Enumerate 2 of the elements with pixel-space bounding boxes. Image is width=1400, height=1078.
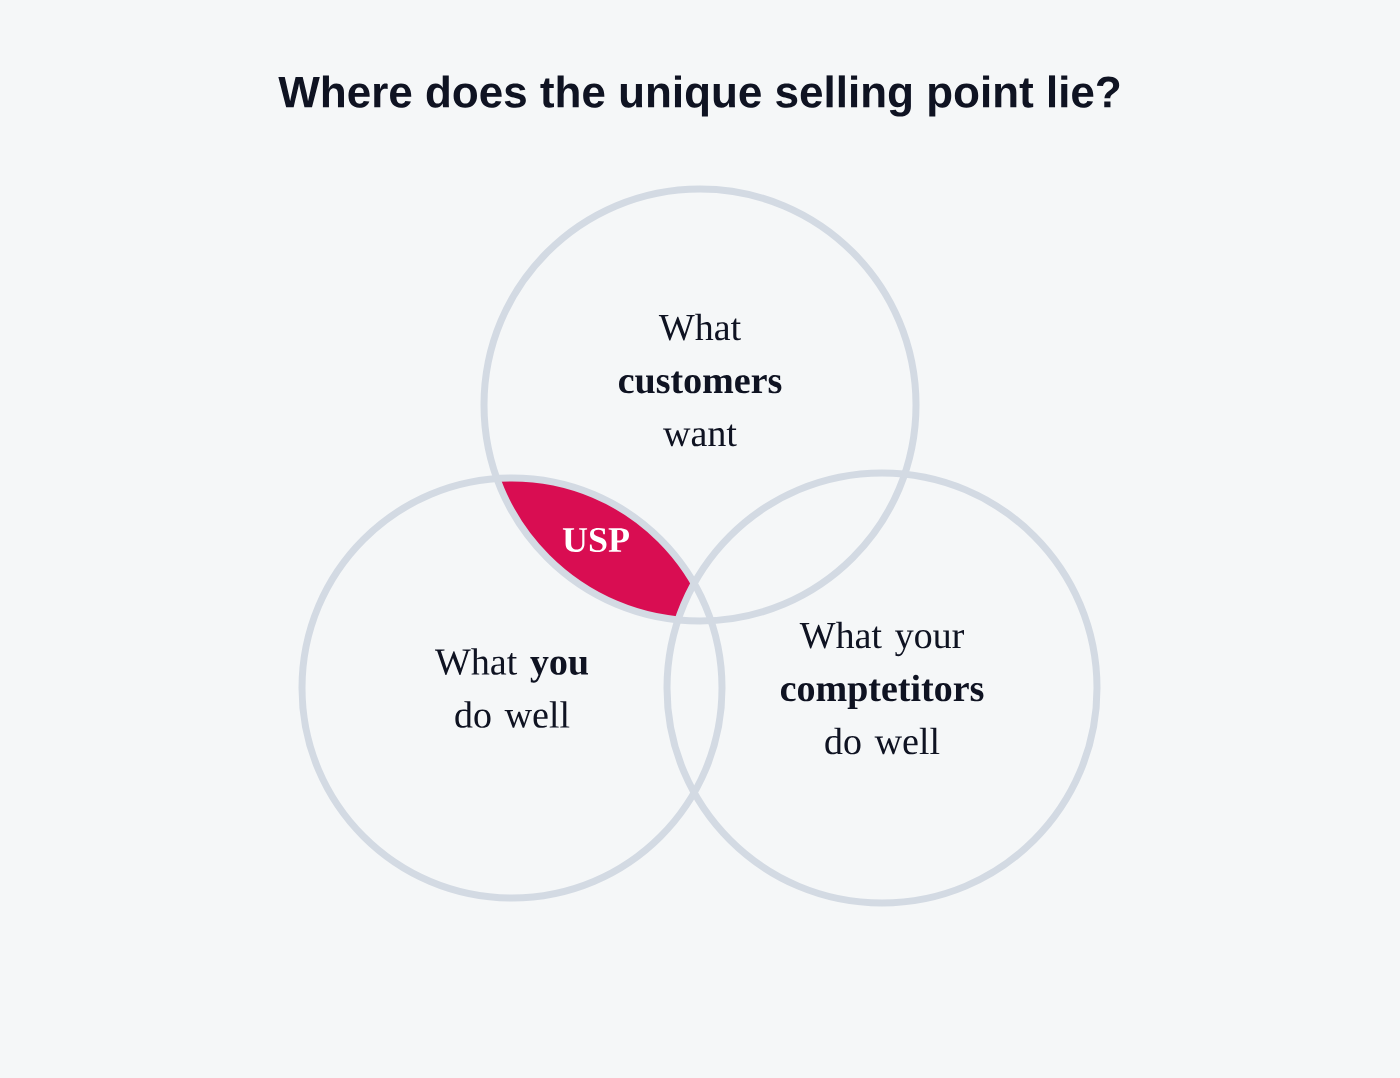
usp-region: USP xyxy=(562,527,629,553)
title: Where does the unique selling point lie? xyxy=(278,75,1120,117)
